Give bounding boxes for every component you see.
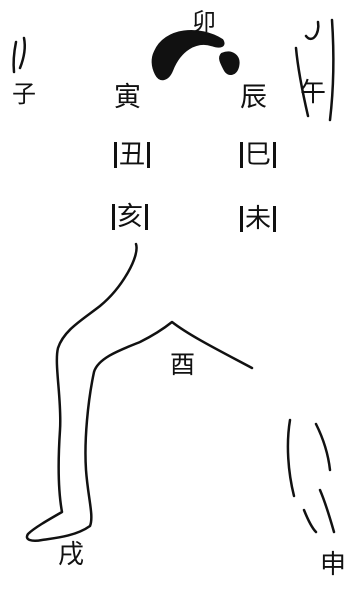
label-hai: 亥 [112, 204, 149, 230]
label-mao: 卯 [192, 8, 216, 36]
right-hand-mark [294, 18, 335, 122]
body-outline [25, 242, 254, 542]
label-shen: 申 [320, 550, 347, 580]
label-zi: 子 [12, 80, 36, 108]
label-xu: 戌 [58, 540, 85, 570]
label-yin: 寅 [114, 82, 141, 113]
label-chen: 辰 [240, 82, 267, 113]
right-leg-mark [286, 418, 336, 534]
head-shape [151, 30, 225, 81]
right-hand-blob [219, 51, 240, 75]
label-wei: 未 [240, 206, 277, 232]
left-hand-mark [12, 36, 27, 74]
label-wu: 午 [300, 78, 327, 108]
label-chou: 丑 [114, 142, 151, 168]
label-you: 酉 [170, 350, 196, 379]
label-si: 巳 [240, 142, 277, 168]
